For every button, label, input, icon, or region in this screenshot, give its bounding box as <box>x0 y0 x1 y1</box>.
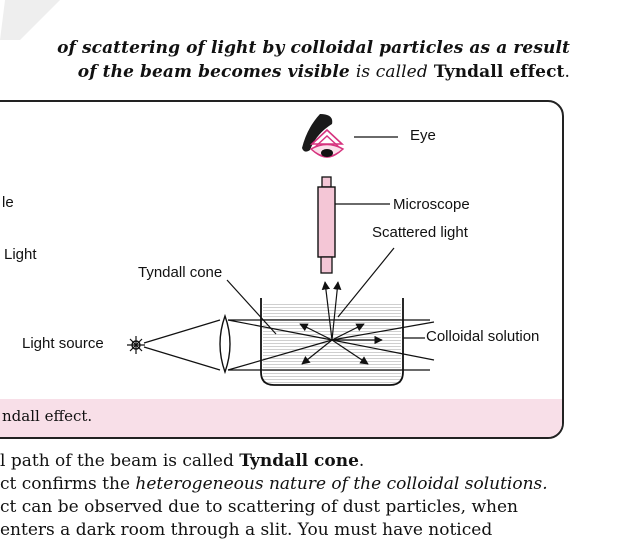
colloidal-solution-label: Colloidal solution <box>426 328 540 345</box>
tyndall-cone-label: Tyndall cone <box>138 264 223 281</box>
ray-lower-to-lens <box>143 346 221 371</box>
partial-label-le: le <box>2 194 14 211</box>
tyndall-effect-diagram <box>127 114 435 386</box>
top-line-1-text: of scattering of light by colloidal part… <box>57 38 570 58</box>
watermark-decoration <box>0 0 60 40</box>
beam-axis-lower <box>331 339 435 361</box>
eye-label: Eye <box>410 127 436 144</box>
microscope-icon <box>317 176 336 274</box>
scattered-light-label: Scattered light <box>372 224 468 241</box>
bottom-line-2-italic: heterogeneous nature of the colloidal so… <box>135 474 548 494</box>
tyndall-effect-term: Tyndall effect <box>433 62 565 82</box>
cone-converge-lower <box>227 339 333 371</box>
tyndall-figure-box: Eye Microscope Scattered light Tyndall c… <box>0 100 564 439</box>
scatter-arrow-up-2 <box>331 281 342 341</box>
tyndall-cone-leader <box>226 279 277 335</box>
figure-caption: ndall effect. <box>2 407 93 425</box>
top-paragraph-line-2: of the beam becomes visible is called Ty… <box>0 60 570 84</box>
figure-caption-bar: ndall effect. <box>0 399 562 437</box>
scatter-arrow-ul <box>299 323 333 341</box>
bottom-paragraph: l path of the beam is called Tyndall con… <box>0 450 570 542</box>
bottom-line-1-period: . <box>358 451 365 471</box>
light-source-icon <box>127 336 145 354</box>
scattered-light-leader <box>337 247 395 318</box>
ray-upper-to-lens <box>143 319 221 344</box>
bottom-line-3: ct can be observed due to scattering of … <box>0 497 518 517</box>
top-paragraph: of scattering of light by colloidal part… <box>0 36 570 84</box>
tyndall-cone-term: Tyndall cone <box>239 451 359 471</box>
eye-icon <box>302 114 345 158</box>
scatter-arrow-dr <box>331 339 369 365</box>
top-line-2-mid-text: is called <box>355 62 428 82</box>
light-source-label: Light source <box>22 335 104 352</box>
top-paragraph-line-1: of scattering of light by colloidal part… <box>0 36 570 60</box>
scatter-arrow-up-1 <box>321 281 333 341</box>
bottom-line-2: ct confirms the heterogeneous nature of … <box>0 473 570 496</box>
bottom-line-1: l path of the beam is called Tyndall con… <box>0 450 570 473</box>
scatter-arrow-dl <box>301 339 333 365</box>
cone-converge-upper <box>227 319 333 341</box>
bottom-line-1-text: l path of the beam is called <box>0 451 234 471</box>
microscope-label: Microscope <box>393 196 470 213</box>
beaker <box>260 298 404 386</box>
bottom-line-4: enters a dark room through a slit. You m… <box>0 520 493 540</box>
convex-lens <box>219 313 231 375</box>
partial-label-light: Light <box>4 246 37 263</box>
top-line-2-period: . <box>564 62 570 82</box>
top-line-2-bold-text: of the beam becomes visible <box>77 62 350 82</box>
bottom-line-2-text: ct confirms the <box>0 474 131 494</box>
scatter-arrow-ur <box>331 323 365 341</box>
beam-axis <box>331 321 435 341</box>
